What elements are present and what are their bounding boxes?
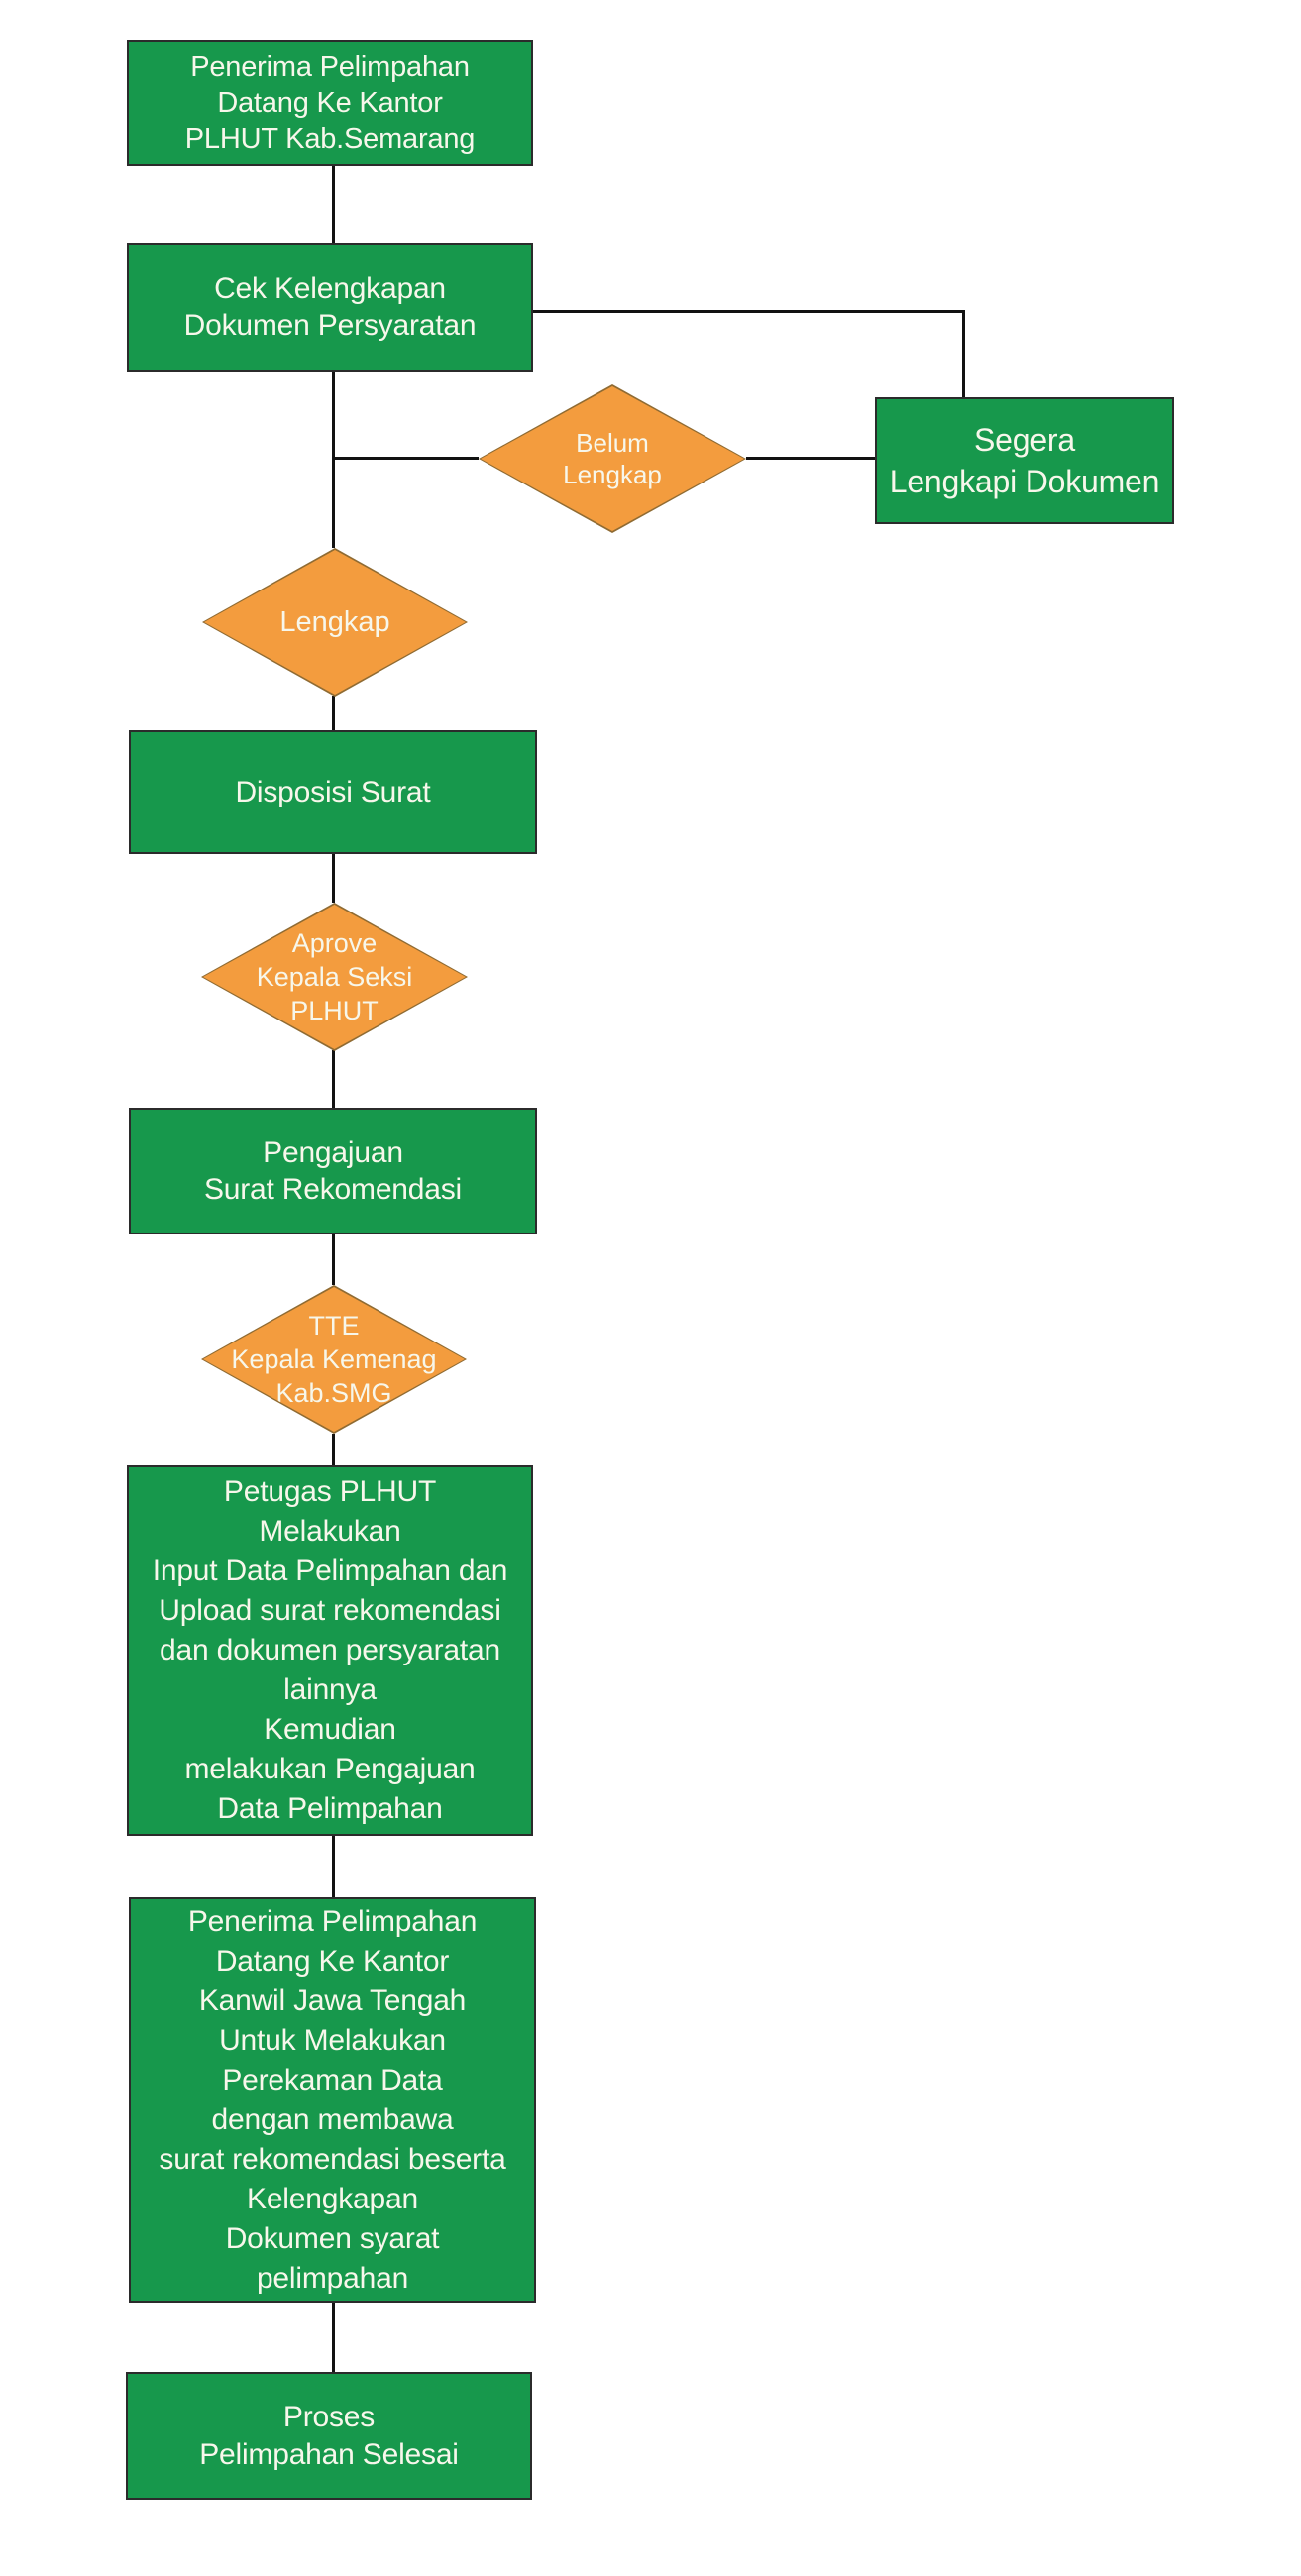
connector-trunk-to-belum-lengkap	[333, 457, 479, 460]
flow-decision-aprove-kepala-seksi-label: Aprove Kepala Seksi PLHUT	[256, 928, 413, 1025]
connector-start-to-cek	[332, 166, 335, 243]
flow-decision-tte-kepala-kemenag-label: TTE Kepala Kemenag Kab.SMG	[231, 1311, 437, 1408]
flow-decision-lengkap-label: Lengkap	[279, 606, 390, 638]
connector-belum-lengkap-to-segera	[746, 457, 875, 460]
flow-node-petugas-plhut: Petugas PLHUT Melakukan Input Data Pelim…	[127, 1465, 533, 1836]
connector-cek-to-segera-horizontal	[533, 310, 965, 313]
flow-node-disposisi-surat-label: Disposisi Surat	[235, 776, 431, 808]
flow-node-proses-selesai: Proses Pelimpahan Selesai	[126, 2372, 532, 2500]
flow-decision-belum-lengkap: Belum Lengkap	[479, 384, 746, 533]
flow-node-start-label: Penerima Pelimpahan Datang Ke Kantor PLH…	[184, 52, 476, 155]
flow-node-start: Penerima Pelimpahan Datang Ke Kantor PLH…	[127, 40, 533, 166]
flow-node-proses-selesai-label: Proses Pelimpahan Selesai	[199, 2400, 459, 2471]
diamond-fill: TTE Kepala Kemenag Kab.SMG	[203, 1287, 465, 1432]
diamond-fill: Aprove Kepala Seksi PLHUT	[203, 905, 466, 1049]
flow-decision-belum-lengkap-label: Belum Lengkap	[563, 428, 662, 489]
flow-node-disposisi-surat: Disposisi Surat	[129, 730, 537, 854]
flow-node-pengajuan-surat-label: Pengajuan Surat Rekomendasi	[203, 1136, 463, 1206]
flow-node-cek-kelengkapan-label: Cek Kelengkapan Dokumen Persyaratan	[183, 272, 477, 342]
flow-node-segera-lengkapi: Segera Lengkapi Dokumen	[875, 397, 1174, 524]
flow-decision-lengkap: Lengkap	[202, 548, 468, 697]
connector-perekaman-to-selesai	[332, 2303, 335, 2372]
flow-node-perekaman-data-label: Penerima Pelimpahan Datang Ke Kantor Kan…	[159, 1904, 506, 2295]
connector-tte-to-petugas	[332, 1434, 335, 1465]
flow-node-pengajuan-surat: Pengajuan Surat Rekomendasi	[129, 1108, 537, 1234]
connector-cek-to-segera-vertical	[962, 310, 965, 397]
connector-petugas-to-perekaman	[332, 1836, 335, 1897]
flow-decision-aprove-kepala-seksi: Aprove Kepala Seksi PLHUT	[201, 903, 468, 1051]
connector-aprove-to-pengajuan	[332, 1050, 335, 1108]
flow-node-petugas-plhut-label: Petugas PLHUT Melakukan Input Data Pelim…	[152, 1475, 508, 1825]
diamond-fill: Belum Lengkap	[481, 386, 744, 531]
connector-cek-to-lengkap	[332, 372, 335, 548]
flow-node-perekaman-data: Penerima Pelimpahan Datang Ke Kantor Kan…	[129, 1897, 536, 2303]
connector-disposisi-to-aprove	[332, 854, 335, 903]
connector-lengkap-to-disposisi	[332, 696, 335, 730]
diamond-fill: Lengkap	[204, 550, 466, 695]
connector-pengajuan-to-tte	[332, 1234, 335, 1285]
flow-node-cek-kelengkapan: Cek Kelengkapan Dokumen Persyaratan	[127, 243, 533, 372]
flow-decision-tte-kepala-kemenag: TTE Kepala Kemenag Kab.SMG	[201, 1285, 467, 1434]
flow-node-segera-lengkapi-label: Segera Lengkapi Dokumen	[889, 422, 1160, 499]
